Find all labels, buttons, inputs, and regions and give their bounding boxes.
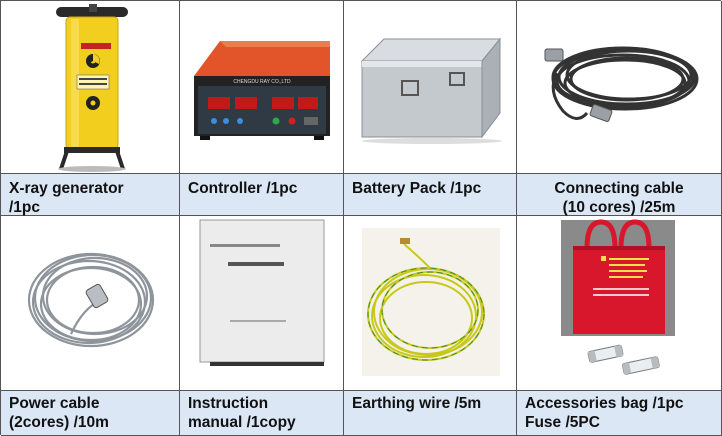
caption-accessories-bag: Accessories bag /1pc Fuse /5PC — [517, 391, 722, 436]
caption-line: Accessories bag /1pc — [525, 395, 684, 412]
caption-line: /1pc — [9, 199, 41, 216]
caption-instruction-manual: Instruction manual /1copy — [180, 391, 344, 436]
caption-line: Instruction — [188, 395, 269, 412]
caption-line: Fuse /5PC — [525, 414, 600, 431]
power-cable-icon — [27, 252, 155, 348]
caption-line: (2cores) /10m — [9, 414, 109, 431]
caption-battery-pack: Battery Pack /1pc — [344, 174, 517, 216]
caption-line: manual /1copy — [188, 414, 296, 431]
caption-earthing-wire: Earthing wire /5m — [344, 391, 517, 436]
caption-line: Connecting cable — [554, 180, 684, 197]
caption-x-ray-generator: X-ray generator /1pc — [1, 174, 180, 216]
controller-device-label: CHENGDU RAY CO.,LTD — [233, 79, 291, 85]
manual-booklet-icon — [199, 219, 325, 366]
controller-box-icon: CHENGDU RAY CO.,LTD — [194, 41, 330, 140]
image-cell-earthing-wire — [344, 216, 517, 391]
caption-controller: Controller /1pc — [180, 174, 344, 216]
caption-line: (10 cores) /25m — [562, 199, 676, 216]
image-cell-x-ray-generator — [1, 1, 180, 174]
caption-line: Controller /1pc — [188, 180, 298, 197]
image-cell-battery-pack — [344, 1, 517, 174]
caption-line: Power cable — [9, 395, 100, 412]
x-ray-generator-icon — [56, 4, 128, 172]
image-cell-power-cable — [1, 216, 180, 391]
caption-line: Battery Pack /1pc — [352, 180, 482, 197]
image-cell-connecting-cable — [517, 1, 722, 174]
caption-line: Earthing wire /5m — [352, 395, 482, 412]
image-cell-instruction-manual — [180, 216, 344, 391]
accessories-bag-icon — [561, 219, 675, 375]
battery-case-icon — [360, 37, 502, 144]
coiled-cable-icon — [544, 46, 699, 122]
caption-line: X-ray generator — [9, 180, 124, 197]
image-cell-controller: CHENGDU RAY CO.,LTD — [180, 1, 344, 174]
image-cell-accessories-bag — [517, 216, 722, 391]
caption-power-cable: Power cable (2cores) /10m — [1, 391, 180, 436]
caption-connecting-cable: Connecting cable (10 cores) /25m — [517, 174, 722, 216]
earthing-wire-icon — [362, 228, 500, 376]
